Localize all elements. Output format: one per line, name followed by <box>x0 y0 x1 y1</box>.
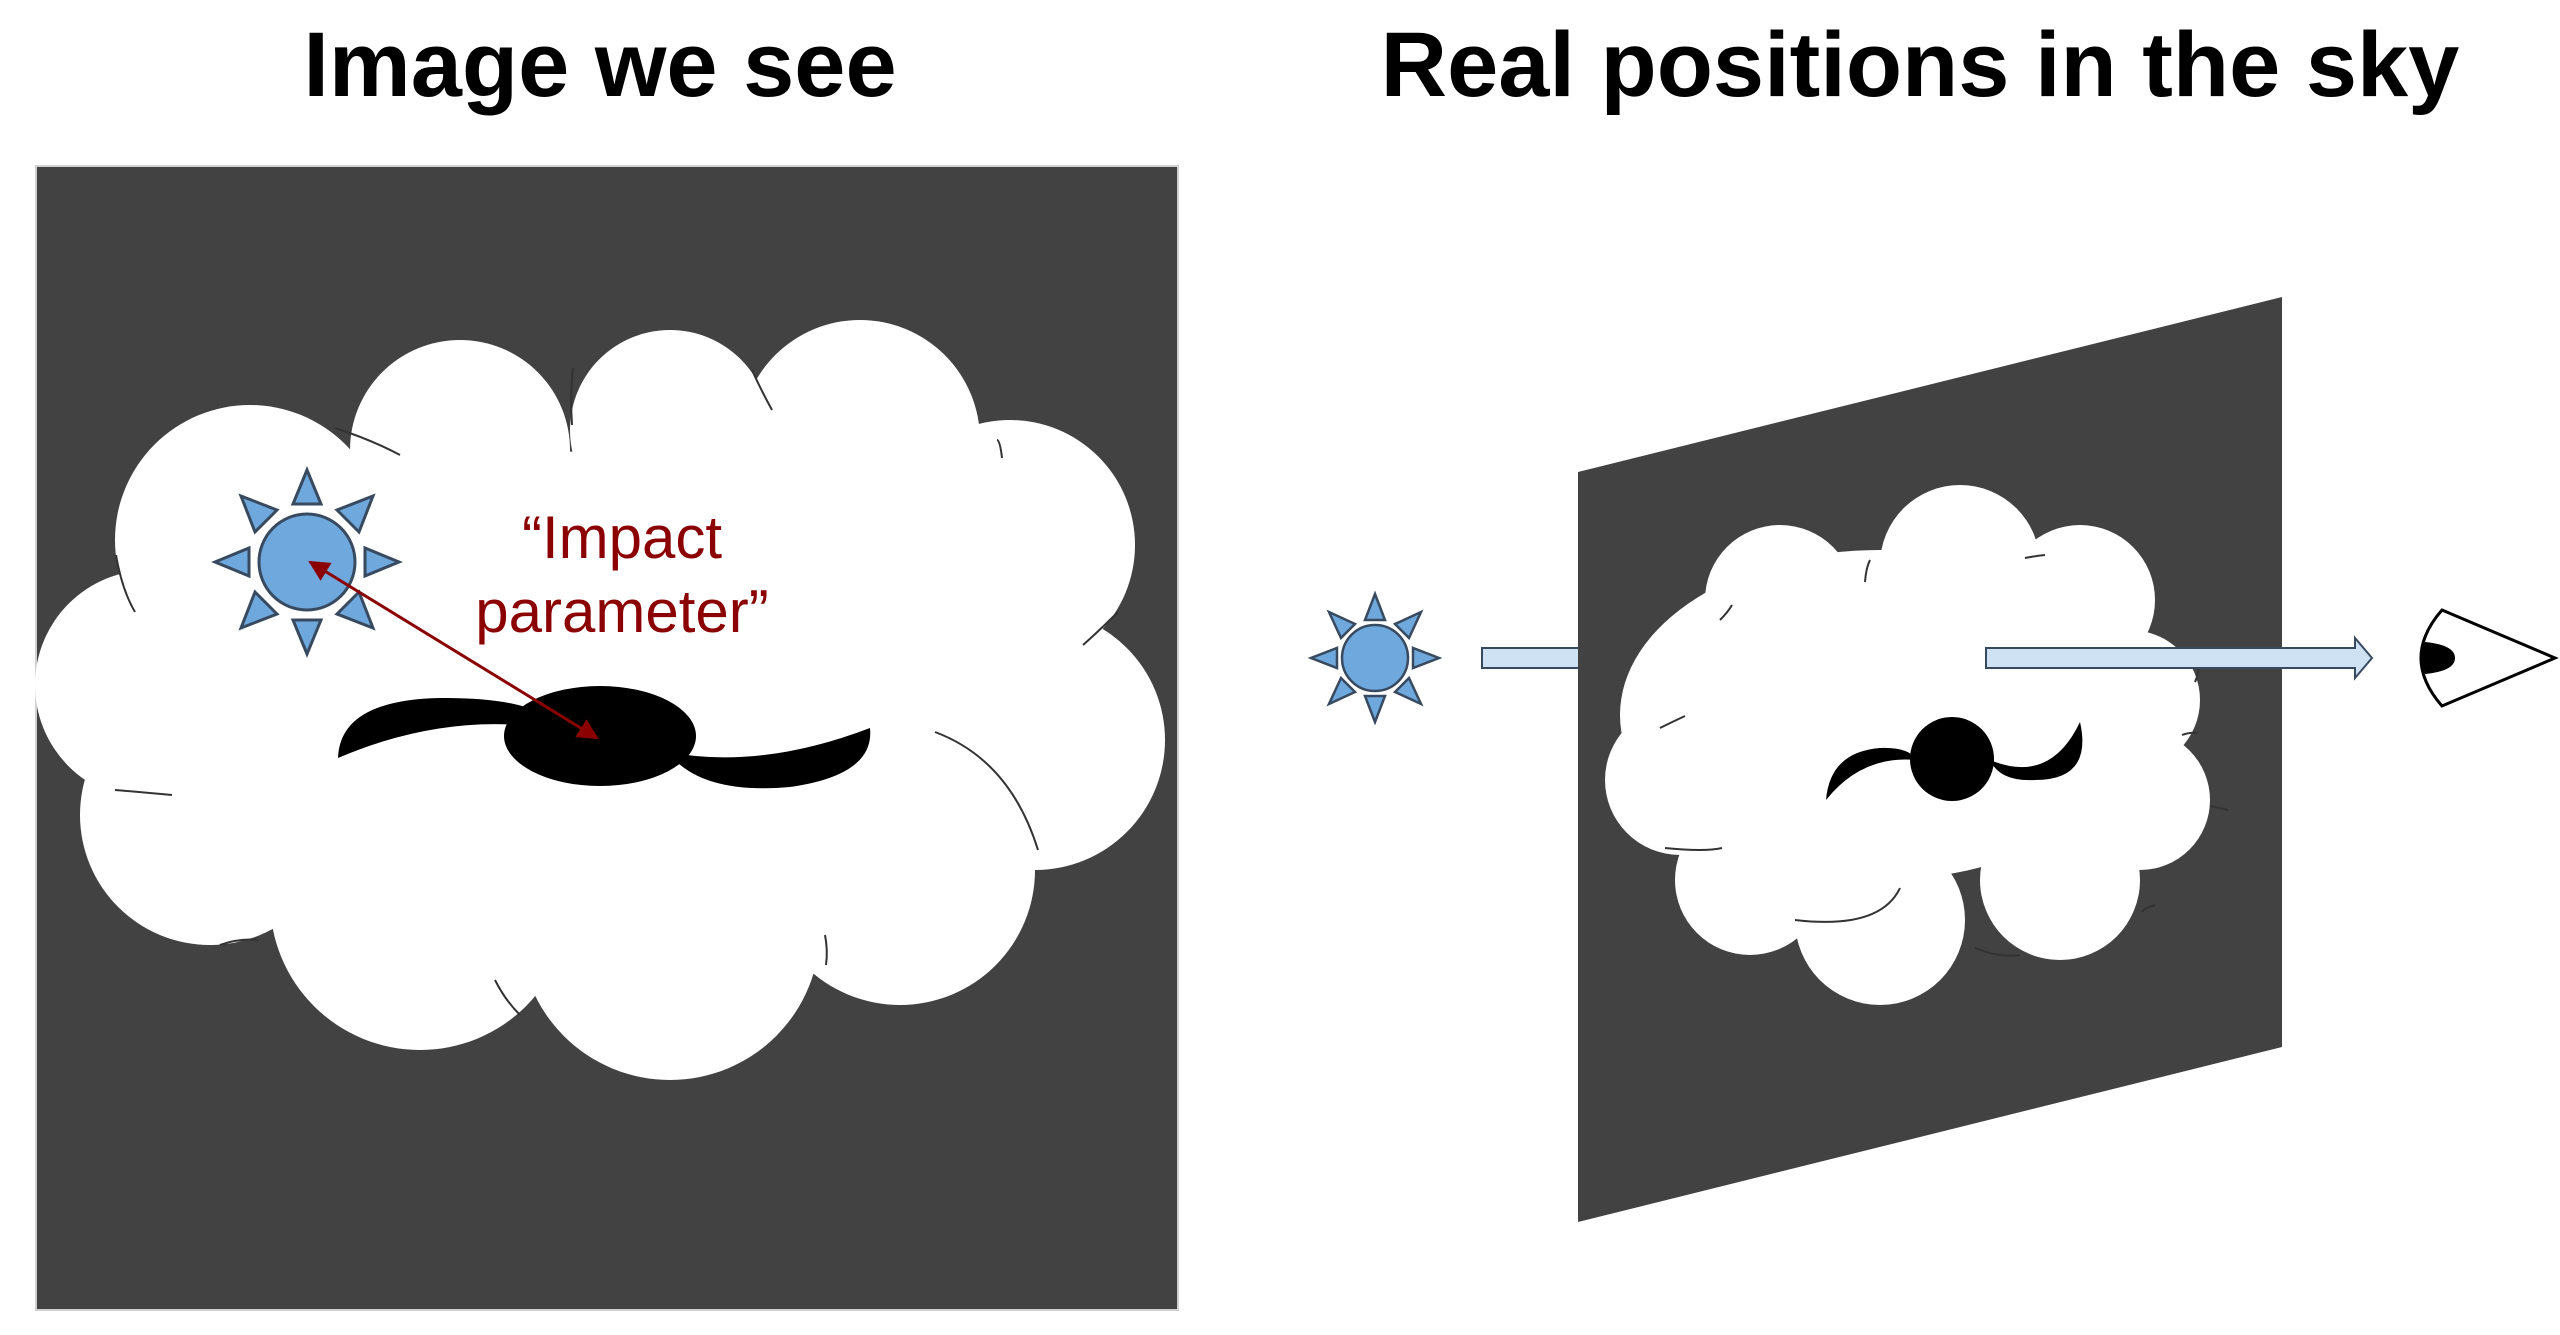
impact-parameter-label-line1: “Impact <box>522 504 722 571</box>
left-cloud-creases <box>114 367 1119 1016</box>
impact-parameter-arrow <box>308 560 599 740</box>
impact-parameter-label-line2: parameter” <box>475 578 768 645</box>
left-panel-title: Image we see <box>303 14 897 116</box>
right-lens-object <box>1826 717 2083 801</box>
right-star-icon <box>1307 590 1443 726</box>
right-cloud-creases <box>1659 554 2229 957</box>
left-cloud <box>35 320 1165 1080</box>
observer-eye-icon <box>2419 608 2559 708</box>
left-star-icon <box>211 466 403 658</box>
outgoing-light-beam-arrow <box>1985 635 2374 681</box>
right-panel-title: Real positions in the sky <box>1380 14 2460 116</box>
